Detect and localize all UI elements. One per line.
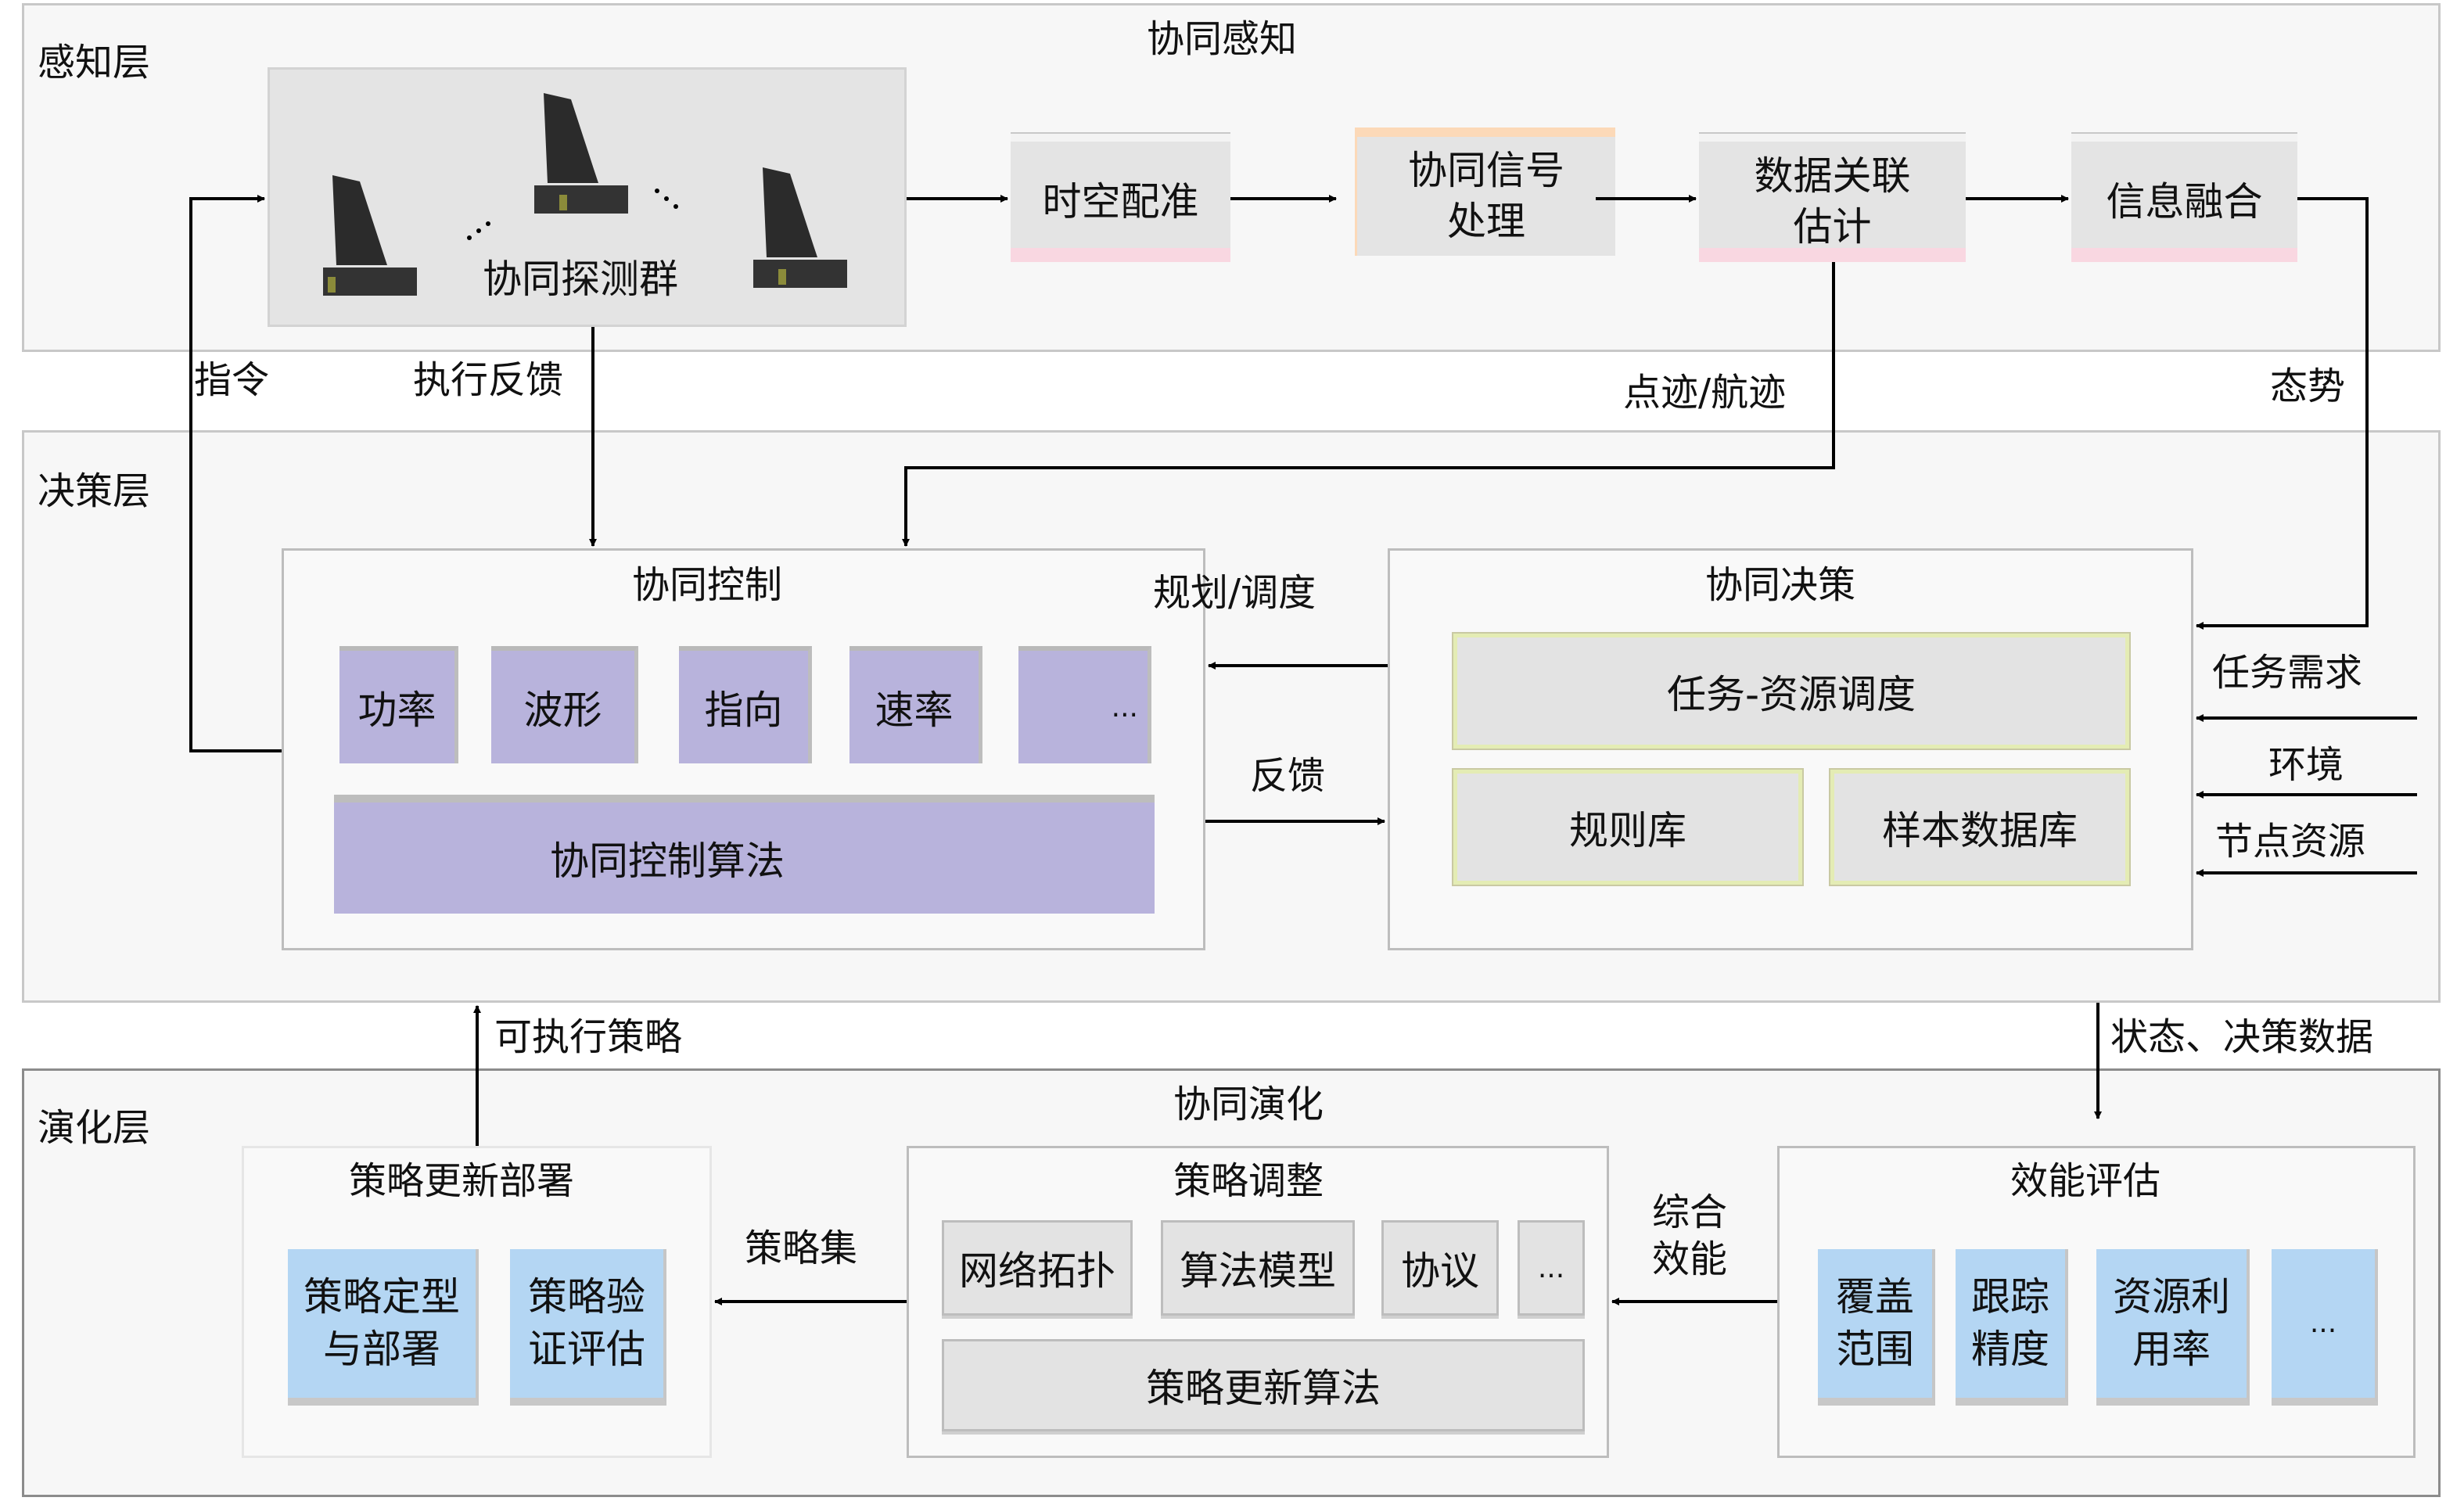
evolution-title: 协同演化 [1173,1083,1324,1126]
effectiveness-eval-title: 效能评估 [2010,1159,2161,1203]
control-param-waveform[interactable]: 波形 [491,646,638,763]
eval-item-more[interactable]: ... [2272,1249,2378,1406]
pink-strip [2071,248,2297,262]
edge-label-exec-feedback: 执行反馈 [413,358,564,402]
eval-item-tracking-accuracy[interactable]: 跟踪精度 [1956,1249,2068,1406]
cooperative-decision-title: 协同决策 [1705,563,1856,607]
adjust-item-protocol[interactable]: 协议 [1381,1220,1499,1316]
detector-group[interactable]: 协同探测群 [268,67,907,327]
edge-label-situation: 态势 [2270,364,2346,408]
pink-strip [1699,248,1966,262]
decision-layer-label: 决策层 [38,469,151,513]
evolution-layer-label: 演化层 [38,1106,151,1150]
control-param-pointing[interactable]: 指向 [679,646,812,763]
eval-item-resource-utilization[interactable]: 资源利用率 [2096,1249,2250,1406]
perception-layer-label: 感知层 [38,41,151,84]
rule-base[interactable]: 规则库 [1452,768,1804,886]
ellipsis-icon [467,221,490,240]
eval-item-coverage[interactable]: 覆盖范围 [1818,1249,1935,1406]
pink-strip [1011,248,1230,262]
pipeline-step-label: 信息融合 [2106,178,2263,224]
edge-label-state-decision-data: 状态、决策数据 [2110,1015,2374,1059]
edge-label-command: 指令 [194,358,270,402]
edge-label-executable-policy: 可执行策略 [494,1015,683,1059]
policy-deploy-title: 策略更新部署 [349,1159,575,1203]
cooperative-decision-panel [1388,548,2193,950]
cooperative-control-algorithm[interactable]: 协同控制算法 [334,795,1155,914]
ellipsis-icon [655,189,678,209]
control-param-rate[interactable]: 速率 [849,646,982,763]
radar-antenna-icon [753,167,847,288]
perception-title: 协同感知 [1147,17,1298,61]
edge-label-plot-track: 点迹/航迹 [1623,371,1787,415]
sample-database[interactable]: 样本数据库 [1829,768,2131,886]
radar-antenna-icon [323,175,417,296]
pipeline-step-label: 数据关联估计 [1754,153,1911,250]
pipeline-step-data-association[interactable]: 数据关联估计 [1699,134,1966,262]
adjust-item-algorithm-model[interactable]: 算法模型 [1161,1220,1355,1316]
input-label-node-resources: 节点资源 [2215,820,2366,864]
pipeline-step-label: 协同信号处理 [1408,148,1564,244]
radar-antenna-icon [534,93,628,214]
edge-label-overall-effect: 综合效能 [1652,1190,1728,1281]
pipeline-step-label: 时空配准 [1042,178,1199,224]
input-label-environment: 环境 [2268,743,2344,787]
edge-label-plan-schedule: 规划/调度 [1153,571,1316,615]
cooperative-control-title: 协同控制 [632,563,783,607]
edge-label-feedback: 反馈 [1250,754,1326,798]
task-resource-scheduling[interactable]: 任务-资源调度 [1452,632,2131,750]
policy-adjust-title: 策略调整 [1173,1159,1324,1203]
adjust-item-more[interactable]: ... [1518,1220,1585,1316]
adjust-item-network-topology[interactable]: 网络拓扑 [942,1220,1133,1316]
pipeline-step-spatiotemporal-registration[interactable]: 时空配准 [1011,134,1230,262]
control-param-power[interactable]: 功率 [339,646,458,763]
policy-verify-evaluate[interactable]: 策略验证评估 [510,1249,666,1406]
detector-group-label: 协同探测群 [483,257,678,302]
pipeline-step-information-fusion[interactable]: 信息融合 [2071,134,2297,262]
edge-label-policy-set: 策略集 [745,1226,858,1270]
policy-update-algorithm[interactable]: 策略更新算法 [942,1339,1585,1431]
pipeline-step-cooperative-signal-processing[interactable]: 协同信号处理 [1355,127,1615,256]
control-param-more[interactable]: ... [1018,646,1151,763]
policy-finalize-deploy[interactable]: 策略定型与部署 [288,1249,479,1406]
input-label-task-requirement: 任务需求 [2212,651,2363,695]
